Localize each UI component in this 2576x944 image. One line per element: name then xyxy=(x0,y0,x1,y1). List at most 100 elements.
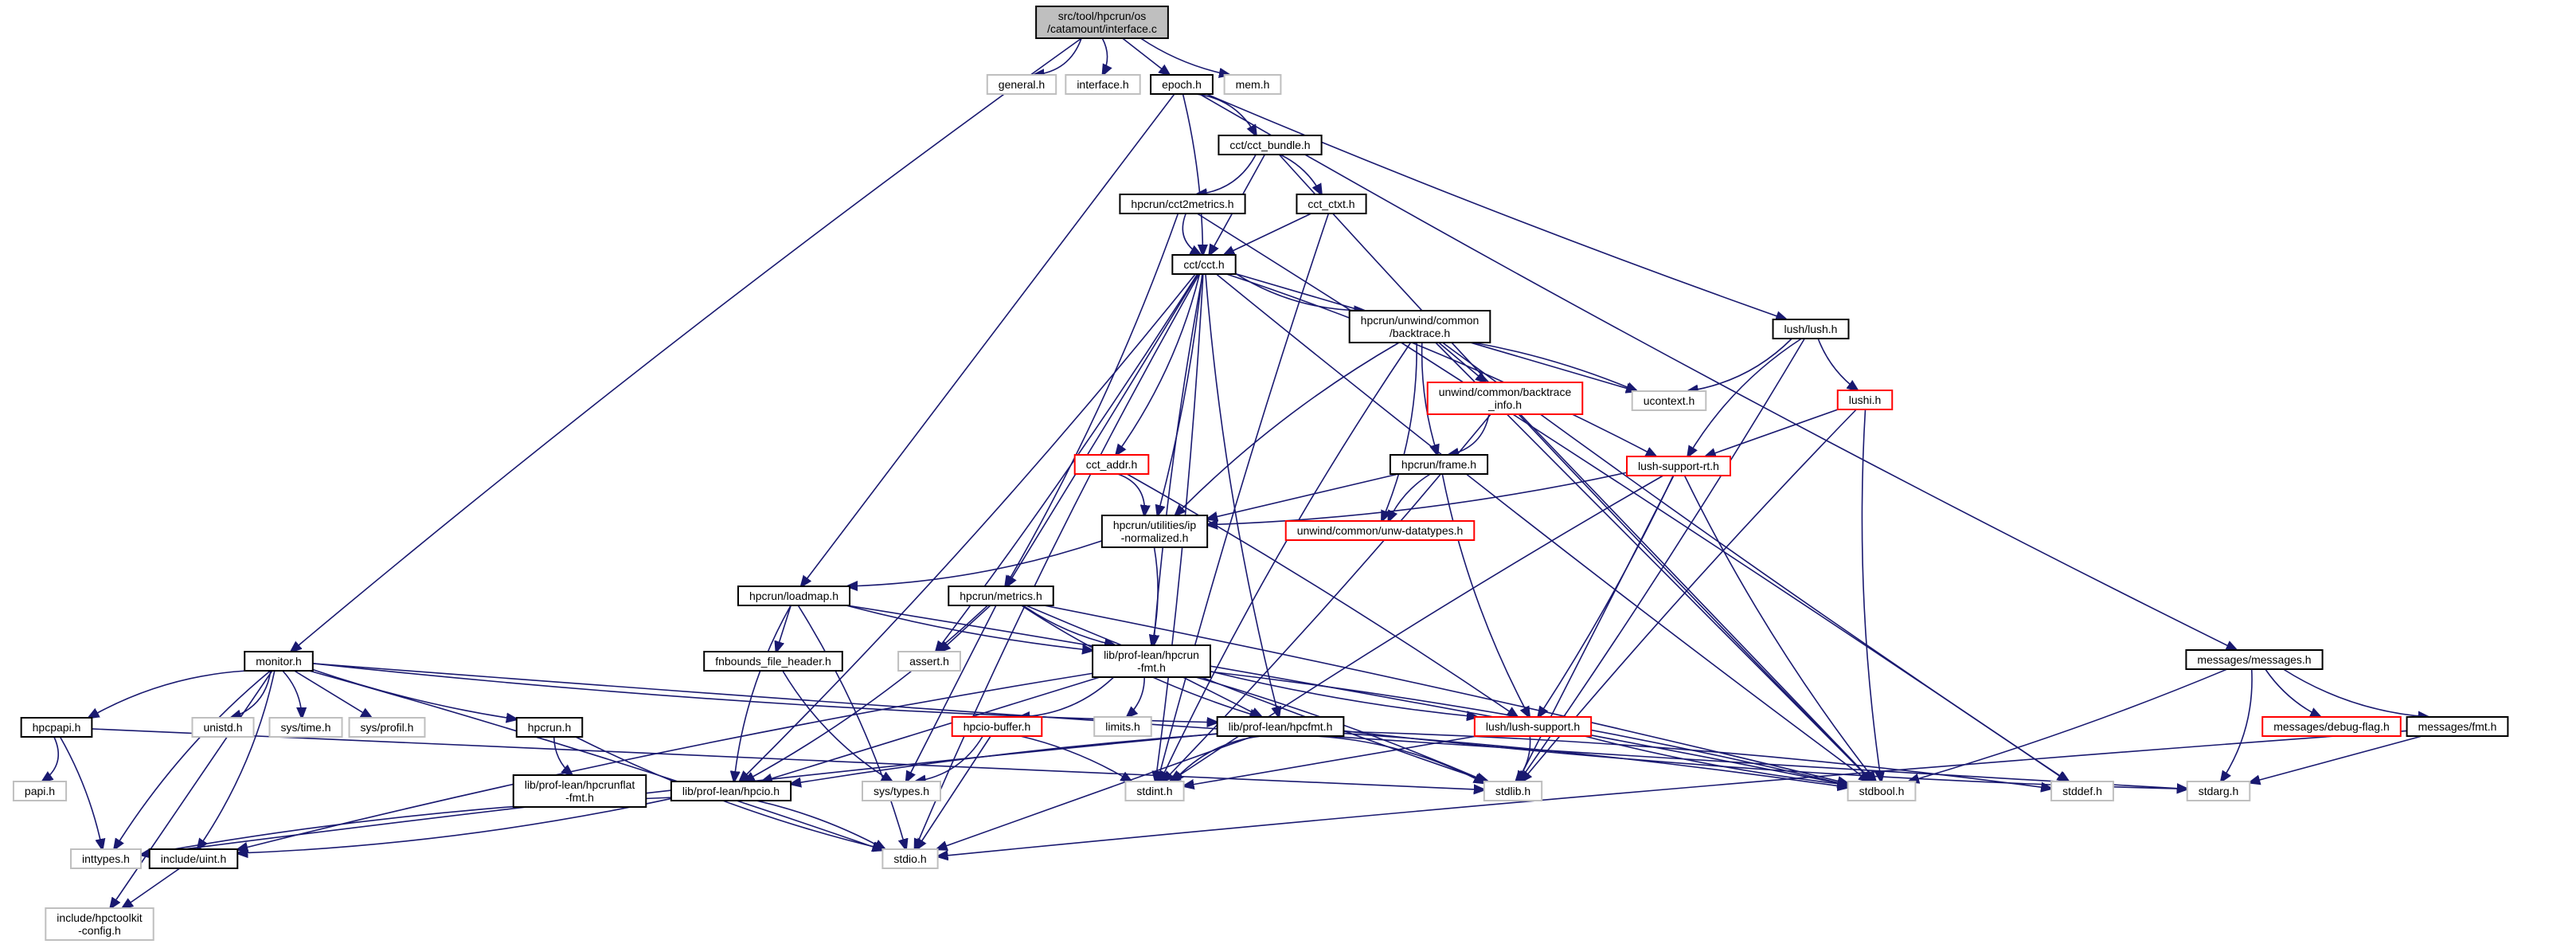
node-box xyxy=(1216,716,1345,737)
node-label: lush/lush.h xyxy=(1784,323,1838,335)
node-cct[interactable]: cct/cct.h xyxy=(1171,254,1237,275)
node-stddef[interactable]: stddef.h xyxy=(2050,781,2114,801)
node-unistd[interactable]: unistd.h xyxy=(191,717,255,738)
node-unw-dt[interactable]: unwind/common/unw-datatypes.h xyxy=(1284,520,1476,541)
node-sysprofil[interactable]: sys/profil.h xyxy=(348,717,426,738)
edge-lush-sup-to-stdint xyxy=(1184,735,1477,786)
edge-loadmap-to-hpcrun-fmt xyxy=(846,605,1093,650)
node-label: fnbounds_file_header.h xyxy=(715,655,831,668)
node-lushi[interactable]: lushi.h xyxy=(1836,390,1894,410)
edge-ip-norm-to-hpcrun-fmt xyxy=(1151,546,1158,645)
node-uint[interactable]: include/uint.h xyxy=(148,848,239,869)
node-hpctk-cfg[interactable]: include/hpctoolkit-config.h xyxy=(45,907,154,941)
node-box xyxy=(1426,382,1584,415)
edge-metrics-to-stdlib xyxy=(1026,605,1487,781)
edge-backtrace-to-bt-info xyxy=(1438,342,1486,382)
node-box xyxy=(45,907,154,941)
node-lush-rt[interactable]: lush-support-rt.h xyxy=(1626,456,1731,476)
node-hpcfmt[interactable]: lib/prof-lean/hpcfmt.h xyxy=(1216,716,1345,737)
node-lush[interactable]: lush/lush.h xyxy=(1772,319,1850,339)
edge-loadmap-to-stdio xyxy=(797,605,905,849)
node-hpcio[interactable]: lib/prof-lean/hpcio.h xyxy=(670,781,792,801)
node-box xyxy=(515,717,584,738)
node-papi[interactable]: papi.h xyxy=(12,781,68,801)
edge-lushi-to-stdbool xyxy=(1861,409,1881,781)
edge-cct-bundle-to-stdbool xyxy=(1278,154,1872,781)
node-label: unwind/common/unw-datatypes.h xyxy=(1297,524,1464,537)
node-label: hpcrun/loadmap.h xyxy=(749,590,838,602)
node-limits[interactable]: limits.h xyxy=(1093,716,1152,737)
node-label: stdarg.h xyxy=(2199,785,2239,797)
node-cct-addr[interactable]: cct_addr.h xyxy=(1073,454,1150,475)
node-systime[interactable]: sys/time.h xyxy=(268,717,343,738)
node-box xyxy=(1218,135,1323,155)
node-hpcrun-fmt[interactable]: lib/prof-lean/hpcrun-fmt.h xyxy=(1092,644,1211,678)
node-loadmap[interactable]: hpcrun/loadmap.h xyxy=(737,586,851,606)
node-metrics[interactable]: hpcrun/metrics.h xyxy=(948,586,1054,606)
node-inttypes[interactable]: inttypes.h xyxy=(70,848,142,869)
node-ucontext[interactable]: ucontext.h xyxy=(1631,390,1707,411)
node-cct-bundle[interactable]: cct/cct_bundle.h xyxy=(1218,135,1323,155)
node-box xyxy=(2261,716,2402,737)
edge-backtrace-to-ucontext xyxy=(1473,342,1636,391)
node-mem[interactable]: mem.h xyxy=(1223,74,1282,95)
node-stdio[interactable]: stdio.h xyxy=(881,848,939,869)
node-stdbool[interactable]: stdbool.h xyxy=(1847,781,1917,801)
node-label: assert.h xyxy=(909,655,949,668)
node-box xyxy=(951,716,1043,737)
edge-cct2metrics-to-cct xyxy=(1182,213,1200,255)
edge-monitor-to-unistd xyxy=(231,670,272,718)
node-bt-info[interactable]: unwind/common/backtrace_info.h xyxy=(1426,382,1584,415)
node-msgfmt[interactable]: messages/fmt.h xyxy=(2406,716,2509,737)
node-messages[interactable]: messages/messages.h xyxy=(2185,649,2324,670)
node-hpcio-buf[interactable]: hpcio-buffer.h xyxy=(951,716,1043,737)
edge-hpcrun-fmt-to-hpcio xyxy=(762,676,1100,781)
node-box xyxy=(2185,649,2324,670)
node-cct-ctxt[interactable]: cct_ctxt.h xyxy=(1296,194,1367,214)
node-label: -fmt.h xyxy=(565,791,594,804)
node-fnbounds[interactable]: fnbounds_file_header.h xyxy=(703,651,843,672)
edge-hpcfmt-to-stdio xyxy=(937,735,1254,849)
edge-root-to-epoch xyxy=(1122,37,1170,75)
node-frame[interactable]: hpcrun/frame.h xyxy=(1389,454,1489,475)
node-label: sys/time.h xyxy=(280,721,330,734)
node-lush-sup[interactable]: lush/lush-support.h xyxy=(1473,716,1593,737)
node-box xyxy=(20,717,93,738)
edge-monitor-to-sysprofil xyxy=(294,670,372,718)
edge-hpcfmt-to-hpcio xyxy=(791,733,1218,784)
node-box xyxy=(1836,390,1894,410)
edge-epoch-to-lush xyxy=(1206,93,1786,319)
node-debugflag[interactable]: messages/debug-flag.h xyxy=(2261,716,2402,737)
node-box xyxy=(861,781,942,801)
node-cct2metrics[interactable]: hpcrun/cct2metrics.h xyxy=(1119,194,1246,214)
node-stdlib[interactable]: stdlib.h xyxy=(1483,781,1543,801)
node-general[interactable]: general.h xyxy=(986,74,1057,95)
node-hpcrun-h[interactable]: hpcrun.h xyxy=(515,717,584,738)
node-label: stddef.h xyxy=(2062,785,2102,797)
node-epoch[interactable]: epoch.h xyxy=(1150,74,1214,95)
edge-hpcpapi-to-papi xyxy=(42,736,60,781)
edge-layer xyxy=(42,37,2428,908)
node-ip-norm[interactable]: hpcrun/utilities/ip-normalized.h xyxy=(1100,515,1209,548)
edge-hpcrun-fmt-to-hpcfmt xyxy=(1182,676,1262,717)
node-monitor[interactable]: monitor.h xyxy=(244,651,314,672)
node-stdarg[interactable]: stdarg.h xyxy=(2186,781,2251,801)
node-systypes[interactable]: sys/types.h xyxy=(861,781,942,801)
node-backtrace[interactable]: hpcrun/unwind/common/backtrace.h xyxy=(1348,310,1491,343)
node-root[interactable]: src/tool/hpcrun/os/catamount/interface.c xyxy=(1035,6,1169,39)
node-hpcpapi[interactable]: hpcpapi.h xyxy=(20,717,93,738)
edge-cct-to-ip-norm xyxy=(1158,273,1203,515)
node-label: monitor.h xyxy=(256,655,302,668)
node-label: hpcrun/unwind/common xyxy=(1361,314,1480,327)
node-interface[interactable]: interface.h xyxy=(1065,74,1141,95)
edge-lush-rt-to-stdbool xyxy=(1683,475,1876,781)
node-box xyxy=(948,586,1054,606)
node-assert[interactable]: assert.h xyxy=(897,651,961,672)
node-label: include/hpctoolkit xyxy=(57,911,143,924)
edge-monitor-to-stdio xyxy=(309,670,882,850)
node-box xyxy=(1772,319,1850,339)
node-stdint[interactable]: stdint.h xyxy=(1124,781,1185,801)
node-label: messages/messages.h xyxy=(2197,653,2311,666)
node-hpcrunflat[interactable]: lib/prof-lean/hpcrunflat-fmt.h xyxy=(512,774,647,808)
